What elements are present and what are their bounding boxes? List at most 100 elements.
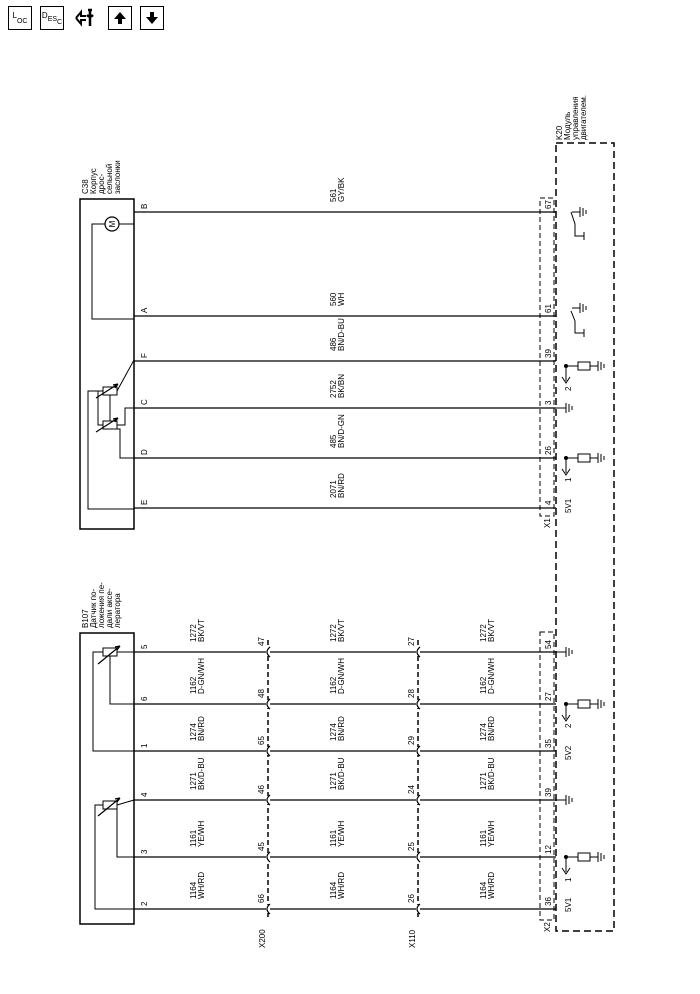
location-label-sub: OC bbox=[16, 17, 28, 25]
x200-label: X200 bbox=[258, 929, 267, 948]
connector-terminal bbox=[413, 646, 423, 658]
sig2-bot-label: 2 bbox=[564, 723, 573, 728]
description-label-sub: C bbox=[57, 18, 63, 26]
c38-pin-D: D bbox=[140, 449, 149, 455]
circuit-label-1164-end: 1164WH/RD bbox=[479, 872, 496, 899]
circuit-label-1161-mid: 1161YE/WH bbox=[329, 821, 346, 847]
connector-terminal bbox=[413, 794, 423, 806]
k20-pin-61: 61 bbox=[544, 304, 553, 313]
circuit-label-1164: 1164WH/RD bbox=[189, 872, 206, 899]
c38-label: C38 Корпус дрос- сельной заслонки bbox=[81, 160, 122, 194]
connector-terminal bbox=[263, 851, 273, 863]
circuit-label-1162-end: 1162D-GN/WH bbox=[479, 658, 496, 694]
service-tool-button[interactable] bbox=[72, 6, 100, 30]
arrow-up-icon bbox=[114, 12, 126, 24]
ref1-bot-label: 5V1 bbox=[564, 897, 573, 912]
x1-connector-box bbox=[539, 197, 555, 517]
b107-pin-6: 6 bbox=[140, 696, 149, 701]
circuit-label-1162-mid: 1162D-GN/WH bbox=[329, 658, 346, 694]
connector-terminal bbox=[413, 851, 423, 863]
circuit-label-1274-mid: 1274BN/RD bbox=[329, 716, 346, 741]
k20-x2-pin-36: 36 bbox=[544, 897, 553, 906]
b107-pin-1: 1 bbox=[140, 743, 149, 748]
page-up-button[interactable] bbox=[108, 6, 132, 30]
x110-pin-29: 29 bbox=[407, 736, 416, 745]
connector-terminal bbox=[263, 698, 273, 710]
connector-terminal bbox=[263, 646, 273, 658]
circuit-label-1274: 1274BN/RD bbox=[189, 716, 206, 741]
c38-pin-C: C bbox=[140, 399, 149, 405]
ref-top-label: 5V1 bbox=[564, 498, 573, 513]
circuit-label-1272: 1272BK/VT bbox=[189, 619, 206, 642]
connector-terminal bbox=[263, 903, 273, 915]
description-label-main: D bbox=[41, 10, 48, 20]
circuit-label-1272-mid: 1272BK/VT bbox=[329, 619, 346, 642]
circuit-label-1164-mid: 1164WH/RD bbox=[329, 872, 346, 899]
k20-pin-4: 4 bbox=[544, 500, 553, 505]
x200-pin-45: 45 bbox=[257, 842, 266, 851]
k20-module-box bbox=[555, 142, 615, 932]
circuit-label-1271-mid: 1271BK/D-BU bbox=[329, 757, 346, 790]
circuit-label-1271: 1271BK/D-BU bbox=[189, 757, 206, 790]
circuit-label-486: 486BN/D-BU bbox=[329, 318, 346, 351]
motor-label: M bbox=[108, 220, 117, 227]
circuit-label-561: 561GY/BK bbox=[329, 177, 346, 202]
x110-pin-27: 27 bbox=[407, 637, 416, 646]
sig1-top-label: 1 bbox=[564, 477, 573, 482]
k20-x2-pin-35: 35 bbox=[544, 739, 553, 748]
connector-terminal bbox=[413, 745, 423, 757]
b107-label: B107 Датчик по- ложения пе- дали аксе- л… bbox=[81, 580, 122, 628]
x110-pin-25: 25 bbox=[407, 842, 416, 851]
x1-label: X1 bbox=[543, 518, 552, 528]
x200-pin-65: 65 bbox=[257, 736, 266, 745]
k20-internal-circuits bbox=[556, 207, 605, 875]
page-down-button[interactable] bbox=[140, 6, 164, 30]
x110-pin-24: 24 bbox=[407, 785, 416, 794]
sig1-bot-label: 1 bbox=[564, 877, 573, 882]
k20-label: K20 Модуль управления двигателем. bbox=[555, 94, 588, 140]
x200-pin-47: 47 bbox=[257, 637, 266, 646]
ref2-bot-label: 5V2 bbox=[564, 745, 573, 760]
b107-pin-4: 4 bbox=[140, 792, 149, 797]
x2-label: X2 bbox=[543, 922, 552, 932]
c38-pin-B: B bbox=[140, 204, 149, 209]
c38-pin-A: A bbox=[140, 307, 149, 313]
x110-pin-28: 28 bbox=[407, 689, 416, 698]
circuit-label-1162: 1162D-GN/WH bbox=[189, 658, 206, 694]
k20-x2-pin-27: 27 bbox=[544, 692, 553, 701]
circuit-label-2071: 2071BN/RD bbox=[329, 473, 346, 498]
service-tool-icon bbox=[75, 8, 94, 27]
circuit-label-1161: 1161YE/WH bbox=[189, 821, 206, 847]
circuit-label-1272-end: 1272BK/VT bbox=[479, 619, 496, 642]
connector-terminal bbox=[263, 745, 273, 757]
x110-label: X110 bbox=[408, 929, 417, 948]
b107-pin-5: 5 bbox=[140, 644, 149, 649]
k20-pin-39: 39 bbox=[544, 349, 553, 358]
motor-internal-wiring bbox=[91, 223, 134, 320]
c38-pin-E: E bbox=[140, 500, 149, 505]
k20-pin-26: 26 bbox=[544, 446, 553, 455]
x200-pin-66: 66 bbox=[257, 894, 266, 903]
throttle-sensors bbox=[87, 359, 135, 510]
description-label-mid: ES bbox=[47, 15, 58, 23]
pedal-sensors bbox=[92, 645, 135, 910]
circuit-label-485: 485BN/D-GN bbox=[329, 414, 346, 448]
x2-connector-box bbox=[539, 631, 555, 921]
circuit-label-560: 560WH bbox=[329, 292, 346, 306]
circuit-label-1161-end: 1161YE/WH bbox=[479, 821, 496, 847]
top-circuit-group: B561GY/BK67A560WH61F486BN/D-BU39C2752BK/… bbox=[134, 177, 556, 509]
b107-component-box bbox=[79, 632, 135, 925]
b107-pin-3: 3 bbox=[140, 849, 149, 854]
location-label-main: L bbox=[12, 10, 17, 20]
b107-pin-2: 2 bbox=[140, 901, 149, 906]
circuit-label-1274-end: 1274BN/RD bbox=[479, 716, 496, 741]
circuit-label-1271-end: 1271BK/D-BU bbox=[479, 757, 496, 790]
junction-dots bbox=[564, 364, 568, 859]
connector-terminal bbox=[263, 794, 273, 806]
connector-terminal bbox=[413, 903, 423, 915]
connector-terminal bbox=[413, 698, 423, 710]
